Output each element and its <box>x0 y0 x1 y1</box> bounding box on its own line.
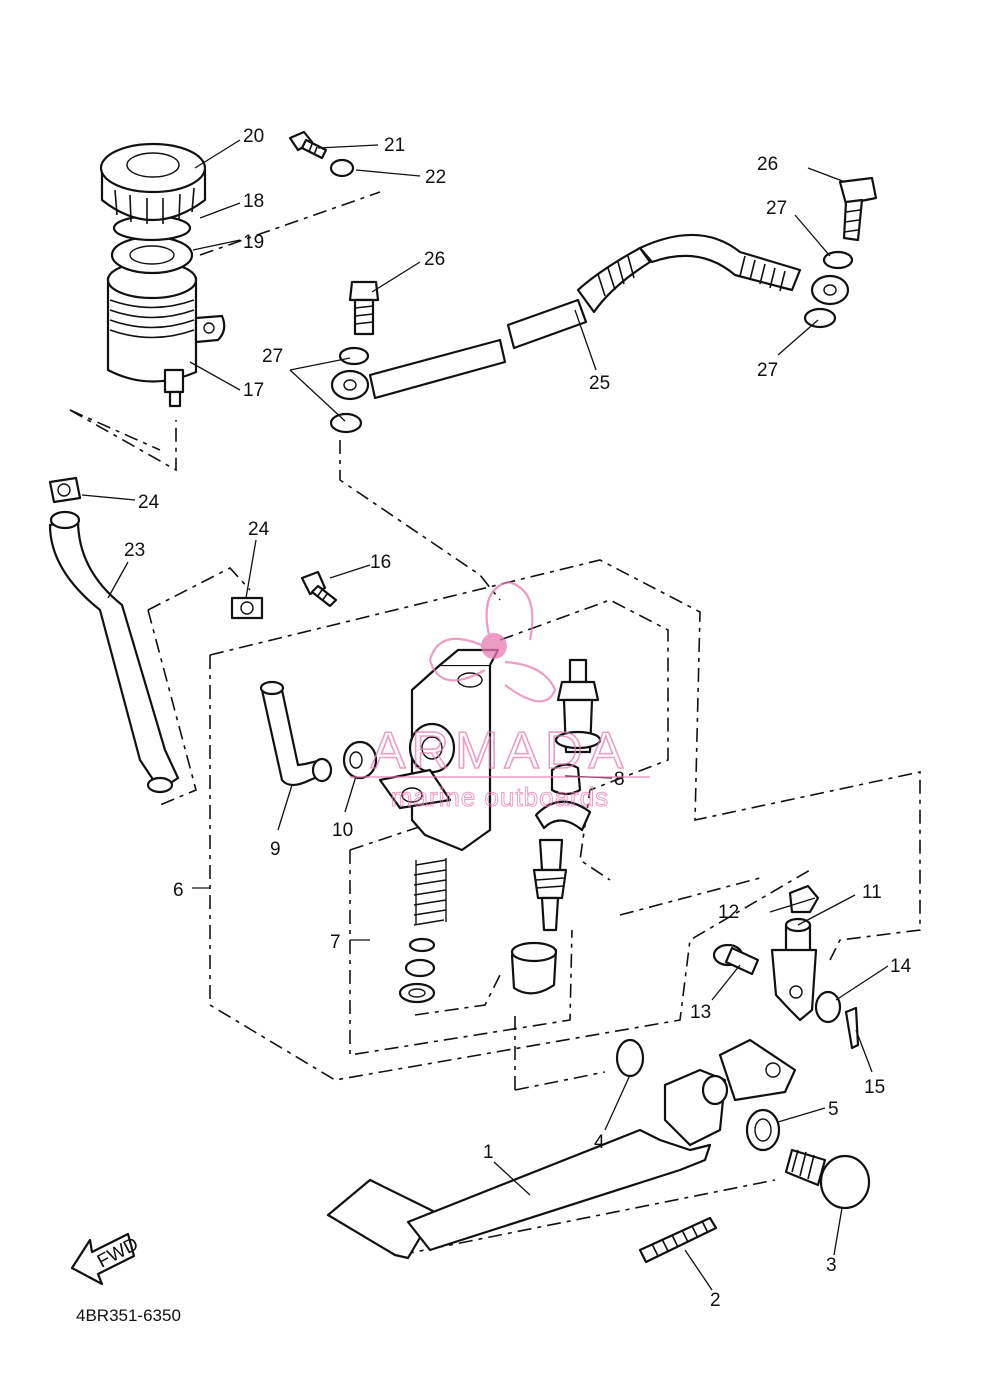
label-18: 18 <box>243 191 264 212</box>
label-26-right: 26 <box>757 154 778 175</box>
fwd-arrow: FWD <box>70 1232 142 1286</box>
label-1: 1 <box>483 1142 494 1163</box>
label-22: 22 <box>425 167 446 188</box>
washer-22 <box>329 158 355 178</box>
clamp-24-lower <box>230 596 264 620</box>
label-5: 5 <box>828 1099 839 1120</box>
propeller-logo <box>428 580 557 703</box>
label-8: 8 <box>614 769 625 790</box>
nut-12 <box>788 884 820 914</box>
banjo-bolt-26-right <box>838 176 878 242</box>
brake-hose-25 <box>330 233 850 401</box>
label-10: 10 <box>332 820 353 841</box>
pin-13 <box>712 943 760 976</box>
washer-27-c <box>822 250 854 270</box>
brake-pedal-1 <box>326 1038 797 1260</box>
label-16: 16 <box>370 552 391 573</box>
banjo-bolt-26-left <box>348 280 380 336</box>
label-11: 11 <box>862 882 882 903</box>
propeller-hub <box>481 633 507 659</box>
fitting-10 <box>342 740 378 780</box>
label-2: 2 <box>710 1290 721 1311</box>
reservoir-tank <box>99 142 226 408</box>
washer-14 <box>814 990 842 1024</box>
bolt-21 <box>288 130 328 160</box>
label-25: 25 <box>589 373 610 394</box>
master-cylinder-body <box>378 648 500 852</box>
washer-27-b <box>329 412 363 434</box>
label-27-right-lower: 27 <box>757 360 778 381</box>
label-15: 15 <box>864 1077 885 1098</box>
label-23: 23 <box>124 540 145 561</box>
leader-lines <box>81 139 889 1291</box>
watermark-brand: ARMADA <box>371 722 629 780</box>
label-17: 17 <box>243 380 264 401</box>
watermark-tagline: marine outboards <box>391 782 609 812</box>
clevis-11 <box>770 917 818 1022</box>
label-6: 6 <box>173 880 184 901</box>
label-20: 20 <box>243 126 264 147</box>
label-12: 12 <box>718 902 739 923</box>
part-labels: 20 18 19 17 21 22 24 23 24 26 27 25 26 2… <box>76 126 912 1325</box>
push-rod-group <box>510 658 602 995</box>
assembly-outlines <box>69 191 921 1256</box>
armada-watermark: ARMADA marine outboards <box>350 580 650 813</box>
pivot-bolt-3 <box>784 1148 871 1210</box>
label-13: 13 <box>690 1002 711 1023</box>
label-3: 3 <box>826 1255 837 1276</box>
washer-27-d <box>803 307 837 329</box>
label-27-left: 27 <box>262 346 283 367</box>
label-7: 7 <box>330 932 341 953</box>
label-4: 4 <box>594 1132 605 1153</box>
seal-cups <box>398 937 436 1004</box>
clamp-24-upper <box>48 476 82 504</box>
washer-5 <box>745 1108 781 1152</box>
label-19: 19 <box>243 232 264 253</box>
label-24-lower: 24 <box>248 519 270 540</box>
washer-27-a <box>338 346 370 366</box>
hose-9 <box>259 680 333 787</box>
label-14: 14 <box>890 956 912 977</box>
label-9: 9 <box>270 839 281 860</box>
label-21: 21 <box>384 135 405 156</box>
drawing-code: 4BR351-6350 <box>76 1306 181 1325</box>
label-24-upper: 24 <box>138 492 160 513</box>
label-27-right-upper: 27 <box>766 198 787 219</box>
cotter-pin-15 <box>844 1006 860 1050</box>
spring-7 <box>413 858 447 926</box>
hose-23 <box>48 510 180 794</box>
bolt-16 <box>300 570 338 608</box>
return-spring-2 <box>638 1216 718 1264</box>
label-26-left: 26 <box>424 249 445 270</box>
washer-4 <box>615 1038 645 1078</box>
